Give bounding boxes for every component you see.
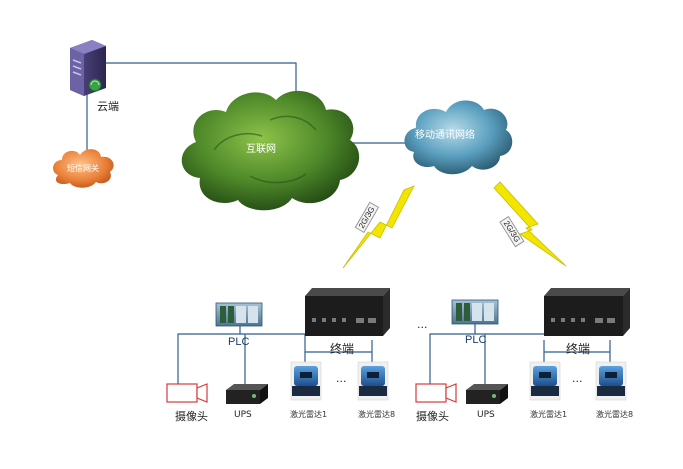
right-ups-icon [466, 384, 508, 404]
left-lidarN-label: 激光雷达8 [358, 410, 396, 419]
right-plc-label: PLC [465, 334, 487, 346]
left-ups-label: UPS [234, 410, 252, 420]
left-terminal-label: 终端 [330, 342, 355, 356]
right-camera-label: 摄像头 [416, 410, 449, 423]
sites-ellipsis: ... [417, 318, 428, 331]
wireless-link-left-icon [342, 185, 415, 269]
link-server-internet [104, 62, 297, 92]
left-lidarN-icon [357, 361, 389, 401]
cloud-label: 云端 [97, 100, 119, 113]
left-camera-label: 摄像头 [175, 410, 208, 423]
link-right-terminal-bus [429, 333, 544, 384]
left-plc-label: PLC [228, 336, 250, 348]
right-lidar1-label: 激光雷达1 [530, 410, 568, 419]
wireless-link-right-icon [493, 181, 567, 267]
right-terminal-label: 终端 [566, 342, 591, 356]
left-camera-icon [166, 383, 208, 403]
right-lidarN-icon [595, 361, 627, 401]
mobile-network-label: 移动通讯网络 [415, 130, 475, 141]
left-lidar1-icon [290, 361, 322, 401]
connection-lines [86, 62, 611, 384]
left-lidar-ellipsis: ... [336, 372, 347, 385]
right-camera-icon [415, 383, 457, 403]
right-lidar1-icon [529, 361, 561, 401]
left-plc-icon [215, 302, 263, 327]
link-left-terminal-bus [177, 333, 305, 384]
right-plc-icon [451, 299, 499, 325]
internet-label: 互联网 [246, 144, 276, 155]
mobile-network-cloud-icon [404, 100, 513, 175]
right-ups-label: UPS [477, 410, 495, 420]
right-terminal-icon [544, 288, 630, 336]
right-lidar-ellipsis: ... [572, 372, 583, 385]
cloud-server-icon [70, 40, 106, 96]
internet-cloud-icon [181, 90, 360, 211]
left-ups-icon [226, 384, 268, 404]
sms-gateway-cloud-icon [53, 149, 114, 188]
left-terminal-icon [305, 288, 390, 336]
left-lidar1-label: 激光雷达1 [290, 410, 328, 419]
right-lidarN-label: 激光雷达8 [596, 410, 634, 419]
sms-gateway-label: 短信网关 [67, 164, 99, 173]
